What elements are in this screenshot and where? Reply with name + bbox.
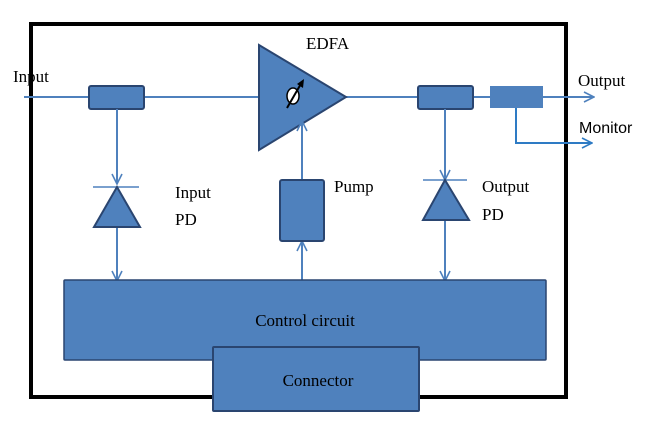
output-pd-label-line1: Output [482,177,530,196]
input-label: Input [13,67,49,86]
output-tap-coupler [490,86,543,108]
monitor-arrow [515,108,592,143]
output-photodiode [421,177,471,221]
output-pd-label-line2: PD [482,205,504,224]
pump-block [279,179,325,242]
pump-label: Pump [334,177,374,196]
connector-label: Connector [283,371,354,390]
output-coupler [417,85,474,110]
input-coupler [88,85,145,110]
output-label: Output [578,71,626,90]
connector-block [212,346,420,412]
input-photodiode [92,184,142,228]
monitor-label: Monitor [579,120,633,137]
input-pd-label-line1: Input [175,183,211,202]
variable-gain-icon [286,79,304,109]
control-circuit-label: Control circuit [255,311,355,330]
input-pd-label-line2: PD [175,210,197,229]
edfa-label: EDFA [306,34,350,53]
